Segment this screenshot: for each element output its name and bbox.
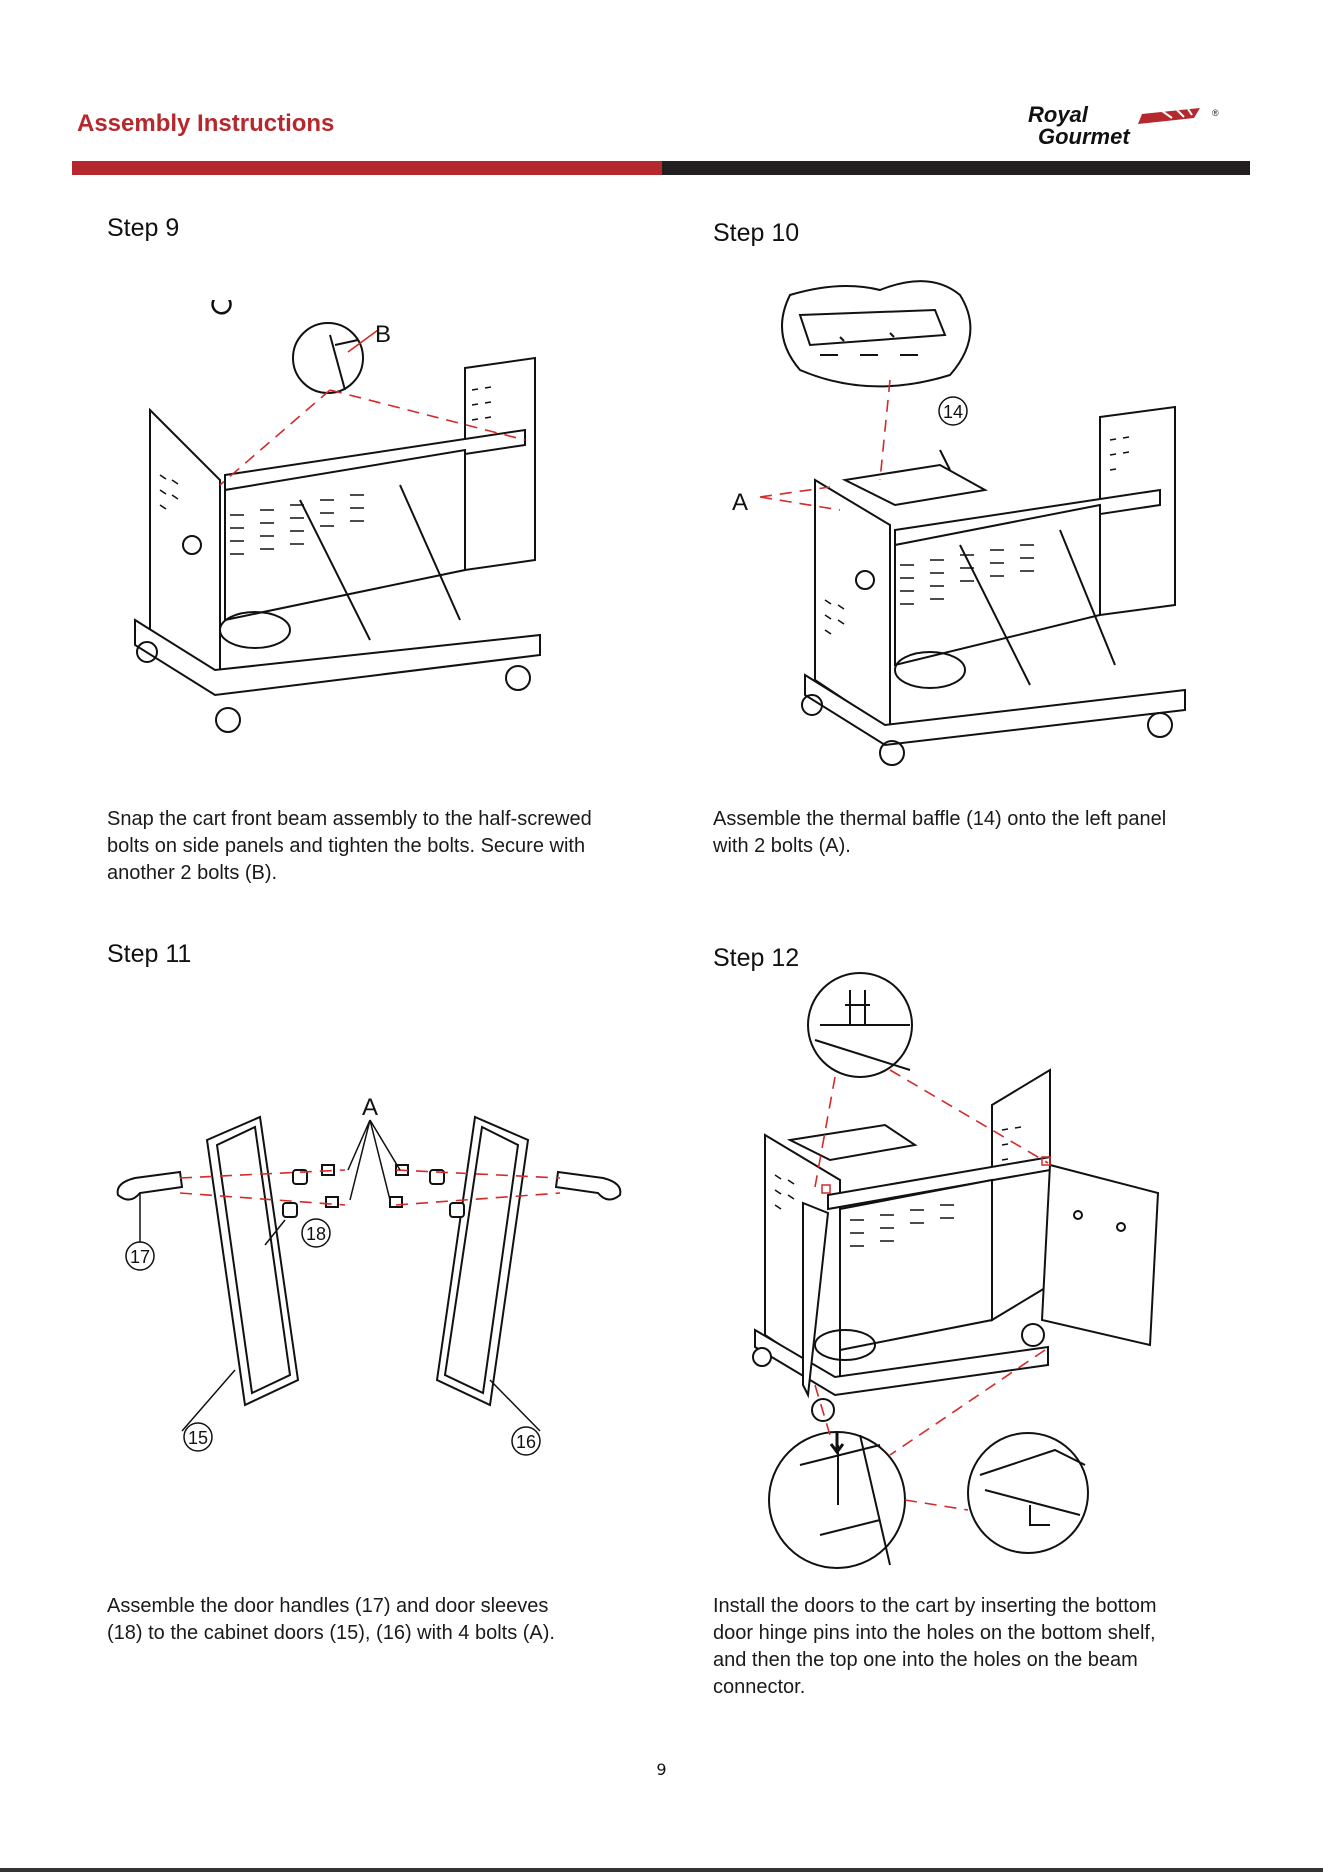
brand-line1: Royal (1028, 102, 1089, 127)
brand-logo: Royal Gourmet ® (1028, 102, 1219, 149)
step-10-label-14: 14 (943, 402, 963, 422)
step-10-text: Assemble the thermal baffle (14) onto th… (713, 808, 1167, 857)
step-11-text: Assemble the door handles (17) and door … (107, 1595, 555, 1644)
clip-ring-icon (211, 300, 232, 315)
step-11-label-15: 15 (188, 1428, 208, 1448)
step-9-title: Step 9 (107, 214, 180, 242)
step-11-illustration: A 17 18 15 16 (116, 1094, 622, 1456)
step-11-label-18: 18 (306, 1224, 326, 1244)
step-10-illustration: 14 A (732, 280, 1186, 766)
step-11-title: Step 11 (107, 940, 192, 968)
bottom-rule (0, 1868, 1323, 1872)
step-11-label-17: 17 (130, 1247, 150, 1267)
step-9-label-b: B (375, 321, 391, 348)
page-title: Assembly Instructions (77, 110, 335, 137)
step-11-label-16: 16 (516, 1432, 536, 1452)
step-11-label-a: A (362, 1094, 378, 1121)
header-bar-red (72, 161, 662, 175)
page-number: 9 (656, 1760, 667, 1779)
step-12-title: Step 12 (713, 944, 800, 972)
header-bar-dark (662, 161, 1250, 175)
step-9-text: Snap the cart front beam assembly to the… (107, 808, 592, 884)
step-9-illustration: B (134, 300, 541, 733)
brand-line2: Gourmet (1038, 124, 1131, 149)
registered-mark: ® (1212, 108, 1219, 118)
step-10-title: Step 10 (713, 219, 800, 247)
step-12-illustration (752, 972, 1160, 1569)
step-10-label-a: A (732, 489, 748, 516)
arrow-down-icon (829, 1433, 845, 1455)
step-12-text: Install the doors to the cart by inserti… (713, 1595, 1157, 1698)
